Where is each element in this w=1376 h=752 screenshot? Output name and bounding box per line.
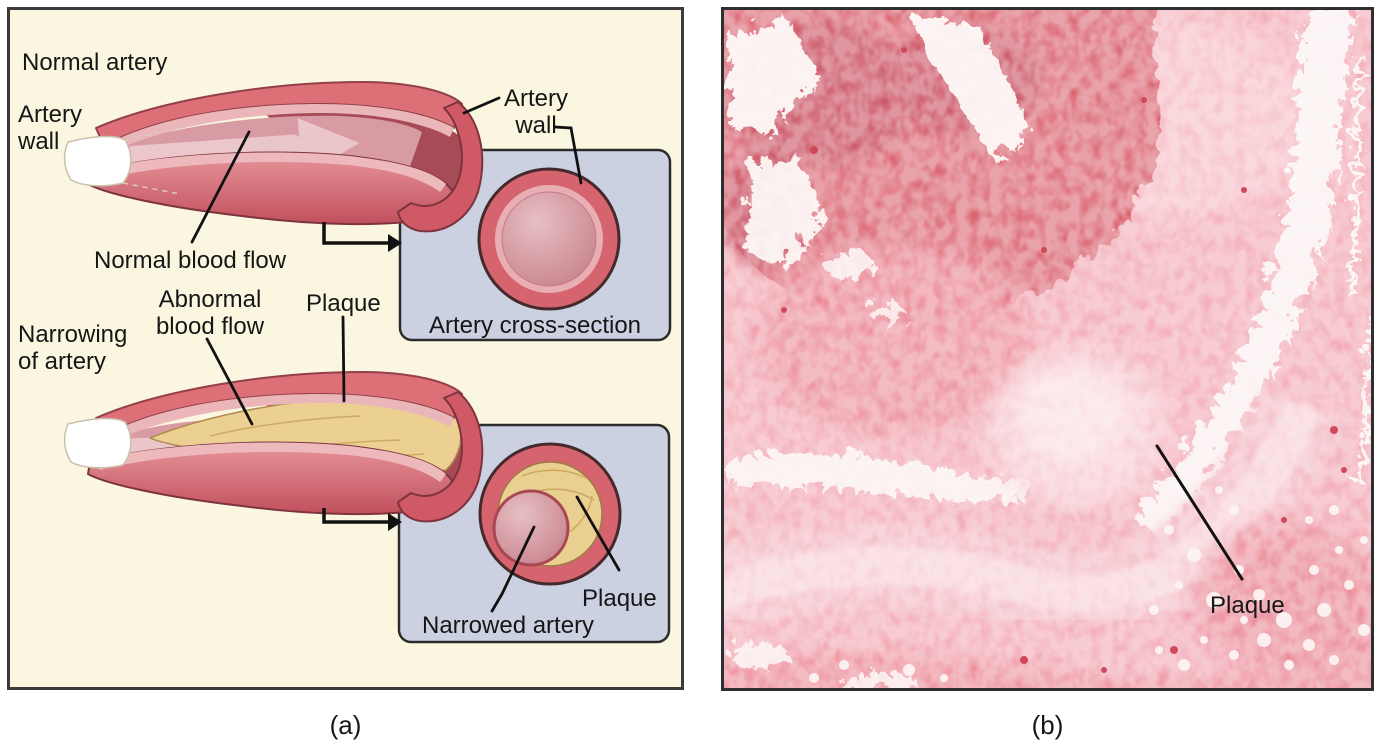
normal-artery-label: Normal artery <box>22 49 168 76</box>
narrowed-artery-illustration <box>63 371 484 523</box>
abnormal-blood-flow-line1: Abnormal <box>158 286 262 313</box>
artery-cross-section-label: Artery cross-section <box>428 312 642 339</box>
normal-blood-flow-label: Normal blood flow <box>94 247 287 274</box>
narrowing-of-artery-label: Narrowing of artery <box>18 321 128 376</box>
plaque-upper-label: Plaque <box>306 290 381 317</box>
plaque-lower-label: Plaque <box>582 585 657 612</box>
abnormal-blood-flow-label: Abnormal blood flow <box>142 286 278 341</box>
artery-wall-left-line1: Artery <box>18 101 83 128</box>
connector-arrow-narrowed <box>322 508 388 524</box>
connector-arrowhead-narrowed <box>388 513 402 531</box>
narrowing-line1: Narrowing <box>18 321 128 348</box>
red-speckles <box>781 47 1347 673</box>
artery-wall-left-line2: wall <box>18 127 60 155</box>
artery-wall-right-line1: Artery <box>503 85 568 112</box>
connector-arrowhead-normal <box>388 234 402 252</box>
histology-micrograph <box>724 10 1371 688</box>
normal-artery-illustration <box>63 81 484 233</box>
connector-arrow-normal <box>322 222 388 245</box>
leader-lines <box>190 96 621 613</box>
caption-a: (a) <box>329 710 362 740</box>
micrograph-plaque-label: Plaque <box>1210 592 1285 619</box>
artery-wall-left-label: Artery wall <box>18 101 83 156</box>
caption-b: (b) <box>1031 710 1064 740</box>
normal-cross-section-circle <box>477 167 621 311</box>
artery-diagram-graphic <box>63 81 672 644</box>
artery-wall-right-line2: wall <box>515 111 557 139</box>
artery-wall-right-label: Artery wall <box>472 85 600 140</box>
narrowed-cross-section-circle <box>478 442 622 586</box>
narrowing-line2: of artery <box>18 347 107 375</box>
micrograph-panel-b: Plaque <box>721 7 1374 691</box>
diagram-panel-a: Normal artery Artery wall Normal blood f… <box>7 7 684 690</box>
abnormal-blood-flow-line2: blood flow <box>155 312 265 340</box>
plaque-leader-line <box>1155 444 1244 581</box>
narrowed-artery-label: Narrowed artery <box>422 612 595 639</box>
foam-cell-dots <box>809 486 1370 683</box>
